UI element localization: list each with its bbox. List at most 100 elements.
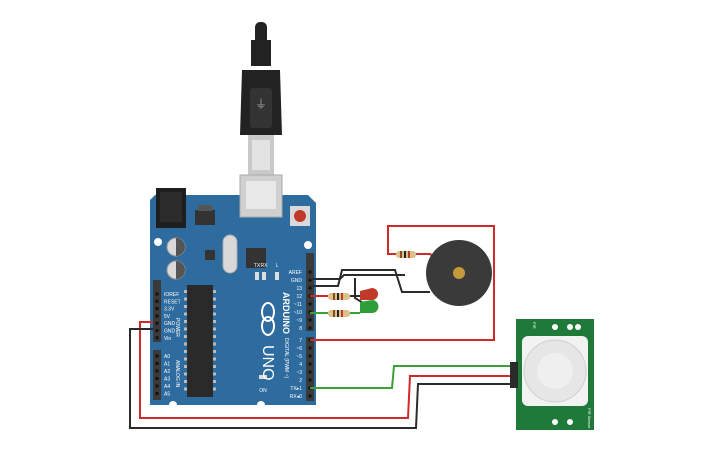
pin-label: TX▸1: [290, 386, 302, 392]
pin-label: A2: [164, 369, 170, 375]
header-pin: [308, 378, 312, 382]
mounting-hole: [169, 401, 177, 409]
header-pin: [155, 321, 159, 325]
pir-label-bottom: PIR Sensor: [587, 408, 592, 429]
wires: [129, 225, 515, 429]
header-pin: [308, 302, 312, 306]
pir-sensor: PIR PIR Sensor: [510, 319, 594, 430]
header-pin: [155, 329, 159, 332]
pir-hole: [575, 324, 581, 330]
wire-gnd: [310, 274, 405, 280]
wire-pir-gnd: [129, 328, 515, 429]
pir-hole: [567, 419, 573, 425]
chip-pin: [213, 335, 216, 338]
header-pin: [155, 377, 159, 380]
led-red-body: [360, 288, 378, 300]
arduino-logo: ARDUINO UNO: [259, 292, 291, 381]
on-label: ON: [259, 388, 267, 394]
piezo-buzzer: [426, 240, 492, 306]
header-pin: [155, 314, 159, 318]
pin-label: GND: [164, 321, 176, 327]
reset-button-cap: [294, 210, 306, 222]
header-pin: [155, 299, 159, 303]
resistor-band: [341, 293, 343, 300]
pin-label: IOREF: [164, 292, 179, 298]
brand-label: ARDUINO: [281, 292, 291, 334]
resistor-band: [333, 293, 335, 300]
pin-label: 4: [299, 362, 302, 368]
pin-label: 12: [296, 294, 302, 300]
pin-label: ~11: [294, 302, 302, 308]
usb-plug-grip: [250, 88, 272, 128]
chip-pin: [213, 320, 216, 323]
analog-header: [153, 350, 161, 400]
header-pin: [308, 326, 312, 330]
resistor-band: [337, 310, 339, 317]
chip-pin: [184, 372, 187, 376]
pin-label: 3.3V: [164, 307, 175, 313]
header-pin: [308, 346, 312, 350]
pin-label: A0: [164, 354, 170, 360]
header-pin: [308, 354, 312, 358]
mounting-hole: [154, 238, 162, 246]
pin-label: Vin: [164, 336, 171, 342]
wire-pir-5v: [139, 321, 515, 419]
header-pin: [155, 336, 159, 340]
infinity-icon: [261, 316, 275, 336]
pin-label: AREF: [289, 270, 302, 276]
header-pin: [155, 384, 159, 388]
pir-lens-inner: [537, 353, 573, 389]
header-pin: [155, 292, 159, 296]
pin-label: ~9: [296, 318, 302, 324]
header-pin: [155, 307, 159, 311]
model-label: UNO: [259, 345, 276, 381]
wire-red-buzzer: [310, 225, 495, 341]
chip-pin: [213, 372, 216, 376]
pin-label: ~5: [296, 354, 302, 360]
arduino-uno-board: TX RX L ON ARDUINO UNO POWER ANALOG IN D…: [150, 174, 316, 409]
tx-led: [255, 272, 259, 280]
chip-pin: [213, 387, 216, 391]
chip-pin: [184, 365, 187, 368]
chip-pin: [184, 320, 187, 323]
resistor-band: [400, 251, 402, 258]
pin-label: GND: [164, 329, 176, 335]
l-label: L: [276, 263, 279, 269]
header-pin: [308, 394, 312, 398]
pir-hole: [552, 419, 558, 425]
header-pin: [155, 392, 159, 395]
pin-label: 13: [296, 286, 302, 292]
small-chip: [205, 250, 215, 260]
power-section-label: POWER: [174, 318, 180, 337]
chip-pin: [184, 335, 187, 338]
chip-pin: [213, 380, 216, 383]
header-pin: [308, 286, 312, 290]
header-pin: [155, 354, 159, 358]
usb-connector-shine: [252, 140, 270, 170]
header-pin: [308, 362, 312, 366]
digital-section-label: DIGITAL (PWM ~): [283, 338, 289, 378]
pir-hole: [552, 324, 558, 330]
resistor-band: [404, 251, 406, 258]
chip-pin: [184, 312, 187, 316]
rx-led: [262, 272, 266, 280]
pin-label: ~3: [296, 370, 302, 376]
pin-label: GND: [291, 278, 303, 284]
resistor-led-red: [328, 293, 350, 300]
resistor-band: [333, 310, 335, 317]
rx-label: RX: [261, 263, 269, 269]
pir-hole: [567, 324, 573, 330]
l-led: [275, 272, 279, 280]
voltage-regulator-tab: [198, 205, 212, 211]
mounting-hole: [257, 401, 265, 409]
header-pin: [155, 369, 159, 373]
pin-label: A3: [164, 377, 170, 383]
pin-label: ~10: [294, 310, 303, 316]
tx-label: TX: [254, 263, 261, 269]
digital-header-bottom: [306, 337, 314, 401]
capacitor-stripe: [176, 261, 185, 279]
pin-label: 5V: [164, 314, 171, 320]
chip-pin: [184, 290, 187, 293]
resistor-band: [341, 310, 343, 317]
digital-header-top: [306, 253, 314, 331]
